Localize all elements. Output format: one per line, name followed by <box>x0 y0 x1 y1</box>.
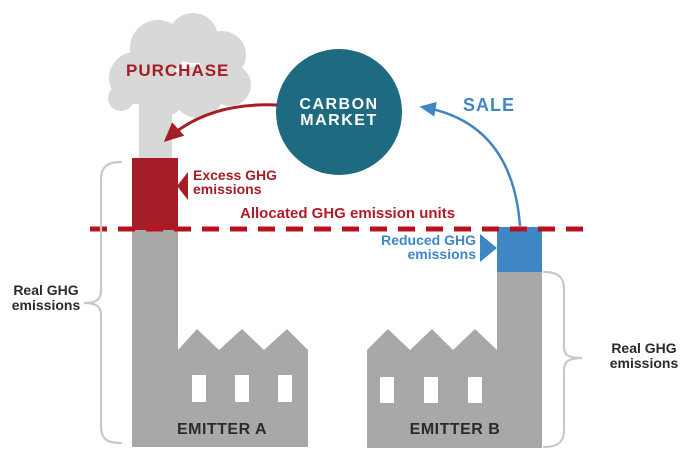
smoke-cloud-icon <box>108 13 251 159</box>
reduced-ghg-label-line2: emissions <box>407 246 476 262</box>
reduced-ghg-label: Reduced GHG emissions <box>378 233 476 261</box>
real-ghg-left-label: Real GHG emissions <box>10 283 82 312</box>
reduced-ghg-label-line1: Reduced GHG <box>381 232 476 248</box>
real-ghg-left-label-line1: Real GHG <box>13 282 79 298</box>
real-ghg-right-label-line2: emissions <box>609 354 679 371</box>
right-brace-icon <box>542 270 583 449</box>
excess-ghg-label-line1: Excess GHG <box>193 167 278 183</box>
left-brace-icon <box>83 160 123 445</box>
real-ghg-right-label-line1: Real GHG <box>611 340 677 356</box>
purchase-label: PURCHASE <box>126 61 230 80</box>
reduced-emissions-block <box>497 227 542 272</box>
excess-pointer-triangle-left-icon <box>177 172 188 200</box>
carbon-market-label: CARBON MARKET <box>279 97 399 129</box>
purchase-arrow-icon <box>163 103 278 143</box>
real-ghg-right-label: Real GHG emissions <box>606 341 682 370</box>
real-ghg-left-label-line2: emissions <box>11 296 81 313</box>
factory-b-silhouette <box>367 272 542 448</box>
factory-a-silhouette <box>132 230 308 447</box>
emitter-a-label: EMITTER A <box>176 421 268 438</box>
factory-b-windows <box>380 377 482 403</box>
carbon-market-circle <box>276 49 402 175</box>
excess-ghg-label: Excess GHG emissions <box>193 167 278 197</box>
emitter-b-label: EMITTER B <box>409 421 501 438</box>
sale-label: SALE <box>463 95 516 115</box>
factory-a-windows <box>192 375 292 402</box>
carbon-market-label-line2: MARKET <box>300 112 378 129</box>
reduced-pointer-triangle-right-icon <box>480 234 497 262</box>
allocated-units-label: Allocated GHG emission units <box>240 205 456 222</box>
excess-emissions-block <box>132 158 178 230</box>
sale-arrow-icon <box>419 101 522 227</box>
excess-ghg-label-line2: emissions <box>193 180 262 197</box>
carbon-market-label-line1: CARBON <box>299 96 379 113</box>
